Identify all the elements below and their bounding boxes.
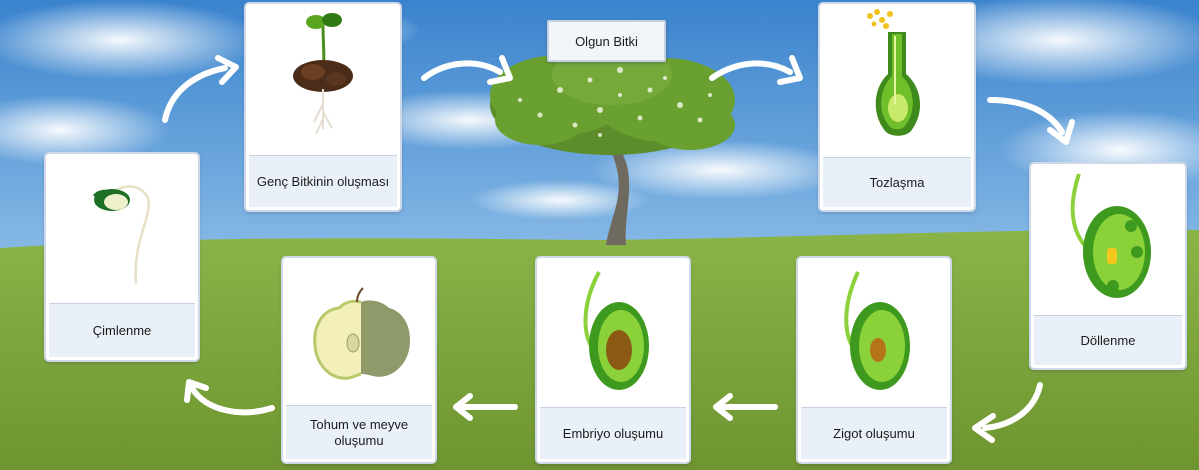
stage-card-young-plant: Genç Bitkinin oluşması [246,4,400,210]
stage-label-pollination: Tozlaşma [823,157,971,207]
arrow-pollination-to-fertilization [990,100,1072,142]
seedling-with-soil-icon [246,4,400,154]
stage-card-pollination: Tozlaşma [820,4,974,210]
germinating-seed-icon [46,154,198,304]
stage-label-fertilization: Döllenme [1034,315,1182,365]
arrow-mature-to-pollination [712,58,800,82]
arrow-young-to-mature [424,58,510,82]
stage-label-seed-fruit: Tohum ve meyve oluşumu [286,405,432,459]
stage-label-young-plant: Genç Bitkinin oluşması [249,155,397,207]
stage-card-fertilization: Döllenme [1031,164,1185,368]
mature-plant-label: Olgun Bitki [547,20,666,62]
stage-label-embryo: Embriyo oluşumu [540,407,686,459]
stage-card-zygote: Zigot oluşumu [798,258,950,462]
arrow-zygote-to-embryo [716,396,775,418]
ovule-embryo-icon [537,258,689,408]
stage-label-germination: Çimlenme [49,303,195,357]
pistil-with-pollen-icon [820,4,974,154]
stage-card-embryo: Embriyo oluşumu [537,258,689,462]
halved-apple-icon [283,258,435,408]
arrow-seed-fruit-to-germination [187,382,272,412]
arrow-germination-to-young [165,58,236,120]
ovule-fertilization-icon [1031,164,1185,312]
arrow-embryo-to-seed-fruit [456,396,515,418]
stage-card-seed-fruit: Tohum ve meyve oluşumu [283,258,435,462]
stage-card-germination: Çimlenme [46,154,198,360]
ovule-zygote-icon [798,258,950,408]
arrow-fertilization-to-zygote [975,385,1040,440]
stage-label-zygote: Zigot oluşumu [801,407,947,459]
